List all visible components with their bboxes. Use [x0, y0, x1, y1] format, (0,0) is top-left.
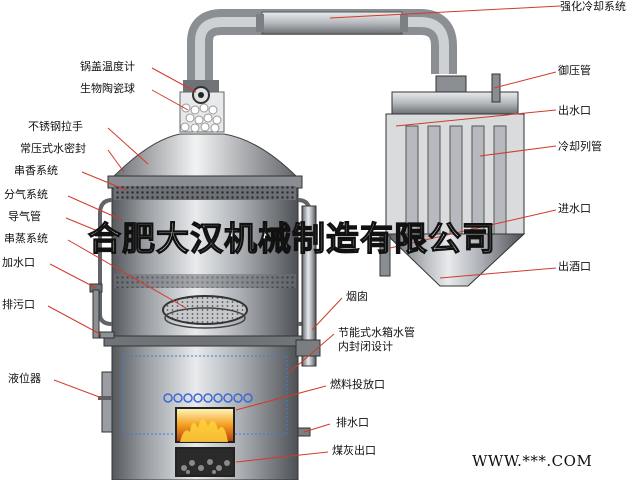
label-aroma-system: 串香系统	[14, 164, 58, 177]
label-energy-saving-line2: 内封闭设计	[338, 340, 393, 353]
leader-lines	[47, 5, 561, 463]
label-ceramic-balls: 生物陶瓷球	[80, 82, 135, 95]
energy-saving-coils	[163, 393, 253, 403]
ceramic-balls	[180, 103, 222, 133]
coal-ash	[181, 459, 230, 474]
label-water-seal: 常压式水密封	[20, 142, 86, 155]
label-water-fill-port: 加水口	[2, 256, 35, 269]
label-ash-outlet: 煤灰出口	[332, 444, 376, 457]
label-energy-saving-line1: 节能式水箱水管	[338, 326, 415, 339]
steam-dish	[162, 295, 248, 325]
label-lid-thermometer: 锅盖温度计	[80, 60, 135, 73]
label-gas-split-system: 分气系统	[4, 188, 48, 201]
label-gas-guide-pipe: 导气管	[8, 210, 41, 223]
site-url: WWW.***.COM	[472, 452, 593, 470]
label-liquor-outlet: 出酒口	[558, 260, 591, 273]
dome-lid	[110, 133, 300, 179]
label-drain-port: 排污口	[2, 298, 35, 311]
label-pressure-pipe: 御压管	[558, 64, 591, 77]
label-fuel-port: 燃料投放口	[330, 378, 385, 391]
cooling-tank	[379, 73, 526, 287]
aroma-mesh	[114, 186, 296, 200]
chimney-elbow	[295, 339, 321, 357]
label-cooling-tubes: 冷却列管	[558, 140, 602, 153]
handle-left	[98, 198, 113, 326]
company-watermark: 合肥大汉机械制造有限公司	[87, 218, 496, 258]
steam-mesh-top	[114, 274, 296, 288]
flames	[180, 419, 228, 442]
label-drain-water-port: 排水口	[336, 416, 369, 429]
label-level-gauge: 液位器	[8, 372, 41, 385]
label-water-outlet: 出水口	[558, 104, 591, 117]
chimney-pipe	[301, 205, 317, 367]
label-chimney: 烟囱	[346, 290, 368, 303]
label-strong-cooling-pipe: 强化冷却系统	[560, 0, 626, 13]
label-water-inlet: 进水口	[558, 202, 591, 215]
mid-flange	[103, 335, 307, 347]
label-steam-system: 串蒸系统	[4, 232, 48, 245]
steam-dish-shadow	[164, 307, 246, 329]
label-stainless-handle: 不锈钢拉手	[28, 120, 83, 133]
strong-cooling-pipe	[187, 8, 457, 88]
